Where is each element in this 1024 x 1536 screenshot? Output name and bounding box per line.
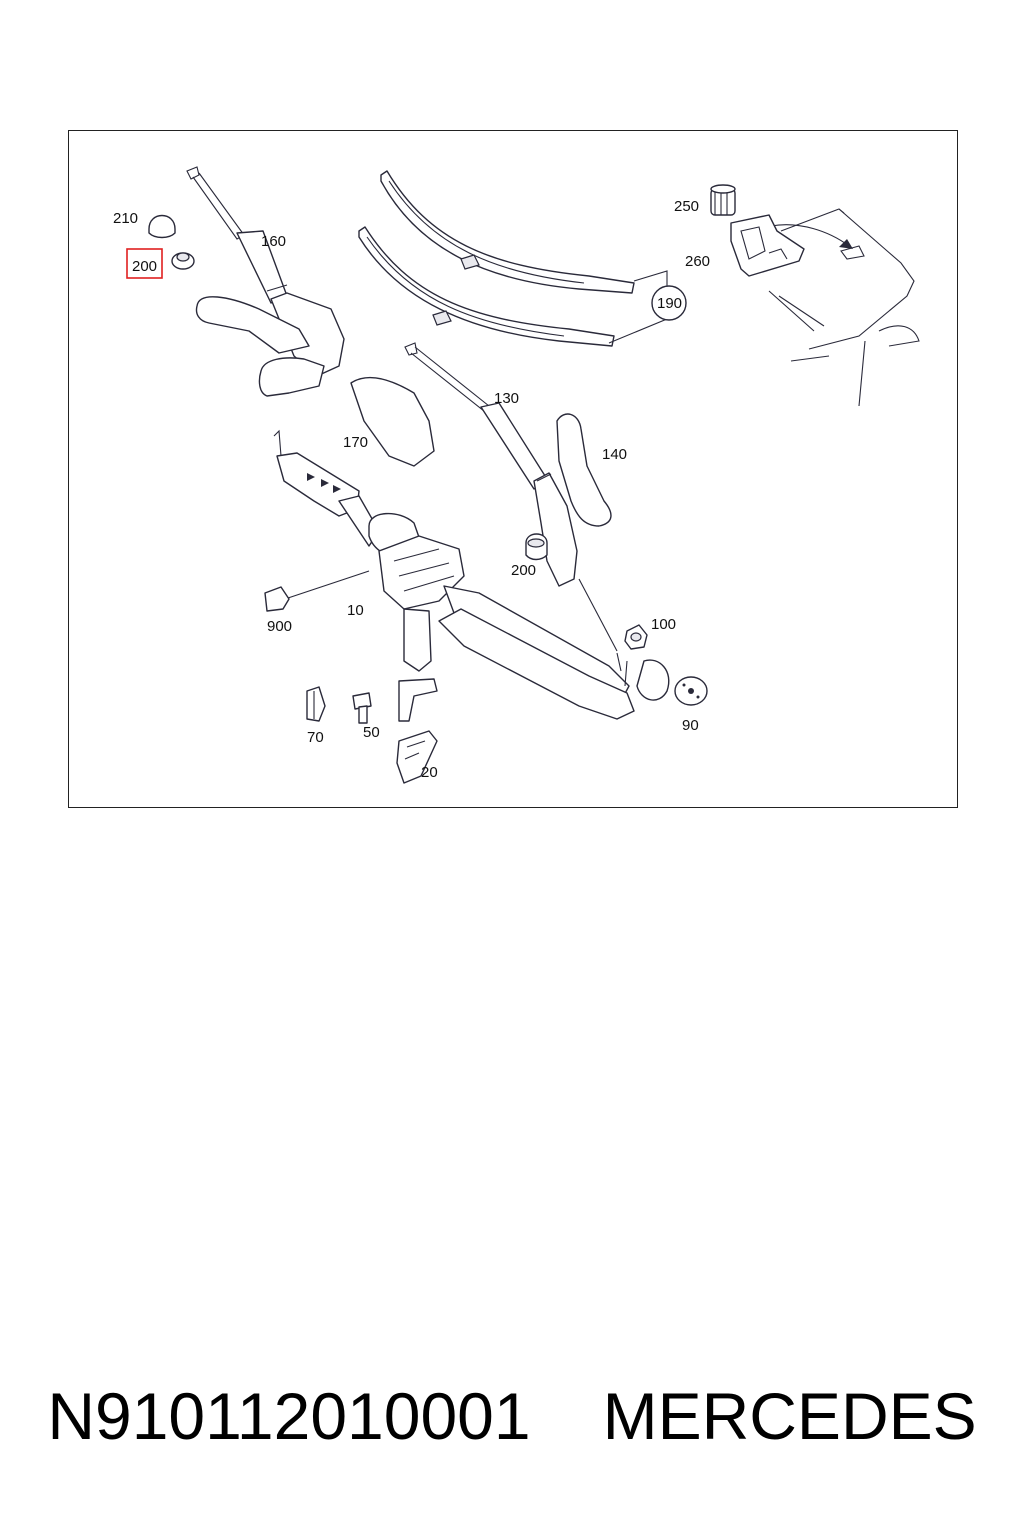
part-250-sensor	[710, 184, 736, 216]
callout-190: 190	[657, 295, 682, 312]
callout-900: 900	[267, 618, 292, 635]
callout-190-circle	[651, 285, 687, 321]
callout-140: 140	[602, 446, 627, 463]
part-caption: N910112010001 MERCEDES	[0, 1378, 1024, 1468]
callout-170: 170	[343, 434, 368, 451]
arrow-head	[839, 239, 853, 249]
brand-name: MERCEDES	[602, 1379, 977, 1453]
part-90-grommet	[674, 676, 708, 706]
part-900-connector	[264, 586, 290, 612]
part-210-cap	[148, 214, 176, 239]
part-160-wiper-arm	[186, 166, 345, 377]
part-260-bracket	[730, 214, 805, 277]
callout-90: 90	[682, 717, 699, 734]
direction-arrow	[770, 224, 850, 247]
part-140-cover	[556, 413, 612, 527]
callout-20: 20	[421, 764, 438, 781]
part-50-bolt	[352, 692, 372, 724]
part-20-bracket	[396, 730, 438, 784]
parts-diagram: 210 200 160 250 260 190 130 170 140 200 …	[113, 166, 920, 784]
car-windshield-outline	[768, 208, 920, 407]
callout-50: 50	[363, 724, 380, 741]
callout-200-mid: 200	[511, 562, 536, 579]
part-70-grommet	[306, 686, 326, 722]
callout-200-top: 200	[132, 258, 157, 275]
part-200-nut-mid	[525, 533, 548, 561]
callout-70: 70	[307, 729, 324, 746]
parts-diagram-frame: 210 200 160 250 260 190 130 170 140 200 …	[68, 130, 958, 808]
callout-100: 100	[651, 616, 676, 633]
mounting-bracket	[398, 678, 438, 722]
callout-160: 160	[261, 233, 286, 250]
callout-210: 210	[113, 210, 138, 227]
callout-130: 130	[494, 390, 519, 407]
callout-260: 260	[685, 253, 710, 270]
callout-250: 250	[674, 198, 699, 215]
part-number: N910112010001	[47, 1379, 531, 1453]
part-100-nut	[624, 624, 648, 650]
part-170-cover	[350, 376, 435, 467]
callout-200-highlight-box	[126, 248, 163, 279]
callout-10: 10	[347, 602, 364, 619]
part-10-wiper-linkage	[273, 429, 670, 720]
part-190-wiper-blades	[358, 170, 668, 347]
part-160-base-cover	[195, 296, 325, 397]
part-200-nut-top	[171, 252, 195, 270]
